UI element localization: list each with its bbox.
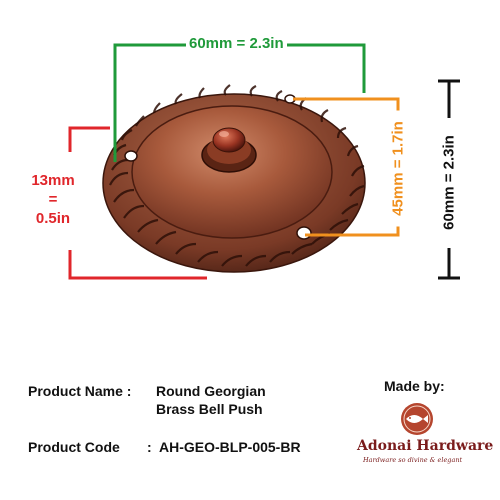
depth-dimension-label: 13mm = 0.5in — [24, 171, 82, 228]
screw-hole-left — [124, 150, 138, 162]
bell-button — [212, 127, 246, 153]
depth-line-2: = — [48, 191, 58, 208]
brand-name: Adonai Hardware — [357, 438, 494, 454]
fish-logo-icon — [401, 403, 433, 435]
screw-hole-right — [296, 226, 312, 240]
depth-dimension-line-bottom — [68, 250, 207, 280]
width-dimension-label: 60mm = 2.3in — [186, 35, 287, 52]
hole-spacing-label: 45mm = 1.7in — [389, 110, 407, 227]
product-code-value: AH-GEO-BLP-005-BR — [159, 439, 301, 455]
made-by-label: Made by: — [384, 378, 445, 394]
product-name-line-2: Brass Bell Push — [156, 401, 263, 417]
depth-line-3: 0.5in — [35, 210, 71, 227]
product-name-label: Product Name : — [28, 383, 132, 399]
brand-tagline: Hardware so divine & elegant — [363, 456, 463, 464]
product-code-separator: : — [147, 439, 152, 455]
product-code-label: Product Code — [28, 439, 120, 455]
depth-line-1: 13mm — [31, 172, 75, 189]
depth-dimension-line-top — [68, 126, 110, 152]
height-dimension-label: 60mm = 2.3in — [440, 135, 458, 230]
product-name-line-1: Round Georgian — [156, 383, 266, 399]
rope-pattern — [109, 84, 365, 267]
